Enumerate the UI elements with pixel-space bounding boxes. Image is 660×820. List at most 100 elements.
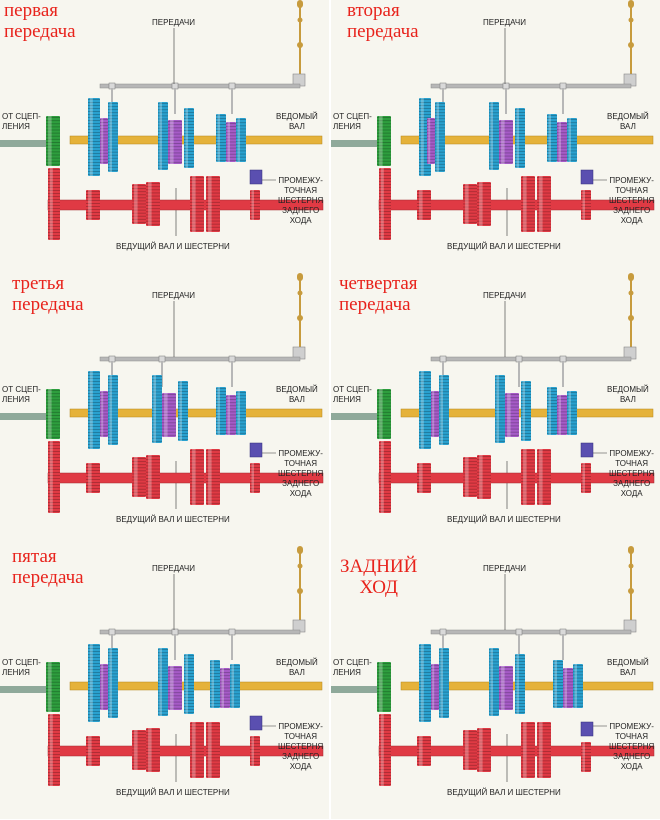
from-clutch-label-line: ОТ СЦЕП- <box>333 385 372 394</box>
lever-joint <box>297 563 303 569</box>
drive-gear <box>86 736 100 766</box>
lever-joint <box>628 563 634 569</box>
driven-gear <box>236 118 246 162</box>
from-clutch-label-line: ОТ СЦЕП- <box>2 385 41 394</box>
from-clutch-label: ОТ СЦЕП-ЛЕНИЯ <box>333 112 372 132</box>
driven-gear <box>435 102 445 172</box>
driven-shaft <box>400 135 654 145</box>
drive-gear <box>463 730 477 770</box>
driven-gear <box>521 381 531 441</box>
driven-gear <box>419 644 431 722</box>
reverse-idler-label-line: ШЕСТЕРНЯ <box>609 469 655 478</box>
panel-title-line: ЗАДНИЙ <box>340 556 418 577</box>
driven-shaft <box>69 408 323 418</box>
drive-gear <box>537 449 551 505</box>
reverse-idler-label-line: ЗАДНЕГО <box>613 206 651 215</box>
reverse-idler-label-line: ЗАДНЕГО <box>282 206 320 215</box>
selector-rail <box>430 356 632 362</box>
reverse-idler-label-line: ПРОМЕЖУ- <box>609 449 654 458</box>
drive-shaft-label: ВЕДУЩИЙ ВАЛ И ШЕСТЕРНИ <box>116 242 230 251</box>
drive-gear <box>250 190 260 220</box>
driven-gear <box>158 648 168 716</box>
lever-knob <box>297 273 303 281</box>
drive-gear <box>379 168 391 240</box>
selector-fork <box>174 88 176 114</box>
driven-shaft-label-line: ВЕДОМЫЙ <box>607 658 649 667</box>
drive-gear <box>250 736 260 766</box>
reverse-idler-label-line: ХОДА <box>620 489 643 498</box>
drive-shaft-label: ВЕДУЩИЙ ВАЛ И ШЕСТЕРНИ <box>116 515 230 524</box>
lever-joint <box>628 42 634 48</box>
reverse-idler-label-line: ШЕСТЕРНЯ <box>278 469 324 478</box>
synchro-sleeve <box>226 122 236 162</box>
selector-fork <box>231 88 233 114</box>
synchro-sleeve <box>100 391 108 437</box>
drive-shaft-label: ВЕДУЩИЙ ВАЛ И ШЕСТЕРНИ <box>447 242 561 251</box>
driven-shaft-label-line: ВАЛ <box>288 668 305 677</box>
driven-shaft <box>69 681 323 691</box>
reverse-idler-label-line: ШЕСТЕРНЯ <box>609 196 655 205</box>
panel-title-line: вторая <box>347 0 400 21</box>
drive-gear <box>537 722 551 778</box>
reverse-idler-label-line: ПРОМЕЖУ- <box>278 449 323 458</box>
driven-gear <box>553 660 563 708</box>
driven-shaft-label-line: ВЕДОМЫЙ <box>276 658 318 667</box>
reverse-idler-label-line: ТОЧНАЯ <box>615 186 649 195</box>
reverse-idler-label-line: ПРОМЕЖУ- <box>609 176 654 185</box>
reverse-idler-label-line: ТОЧНАЯ <box>284 732 318 741</box>
driven-gear <box>515 654 525 714</box>
reverse-idler-label-line: ТОЧНАЯ <box>284 186 318 195</box>
panel-title-line: передача <box>339 294 411 315</box>
lever-rod <box>299 279 301 349</box>
drive-gear <box>132 184 146 224</box>
gearbox-drawing <box>0 546 324 786</box>
driven-shaft-label-line: ВАЛ <box>619 668 636 677</box>
drive-gear <box>521 449 535 505</box>
drive-gear <box>190 449 204 505</box>
lever-rod <box>630 279 632 349</box>
from-clutch-label-line: ЛЕНИЯ <box>2 668 30 677</box>
from-clutch-label-line: ЛЕНИЯ <box>333 668 361 677</box>
lever-joint <box>628 290 634 296</box>
panel-title-line: передача <box>12 294 84 315</box>
synchro-sleeve <box>563 668 573 708</box>
gears-label: ПЕРЕДАЧИ <box>152 18 195 27</box>
selector-fork <box>442 361 444 387</box>
synchro-sleeve <box>168 120 182 164</box>
drive-gear <box>190 722 204 778</box>
selector-fork <box>161 361 163 387</box>
synchro-sleeve <box>220 668 230 708</box>
reverse-idler-gear <box>249 442 263 458</box>
driven-gear <box>567 118 577 162</box>
driven-shaft-label-line: ВАЛ <box>288 122 305 131</box>
from-clutch-label: ОТ СЦЕП-ЛЕНИЯ <box>333 658 372 678</box>
input-shaft <box>0 140 50 147</box>
reverse-idler-gear <box>249 169 263 185</box>
drive-gear <box>190 176 204 232</box>
lever-knob <box>297 546 303 554</box>
drive-gear <box>581 463 591 493</box>
drive-shaft-label: ВЕДУЩИЙ ВАЛ И ШЕСТЕРНИ <box>116 788 230 797</box>
reverse-idler-label-line: ШЕСТЕРНЯ <box>278 742 324 751</box>
synchro-sleeve <box>427 118 435 164</box>
selector-fork <box>562 361 564 387</box>
reverse-idler-label-line: ЗАДНЕГО <box>282 752 320 761</box>
selector-fork <box>111 634 113 660</box>
synchro-sleeve <box>226 395 236 435</box>
lever-joint <box>297 17 303 23</box>
driven-gear <box>108 375 118 445</box>
drive-gear <box>146 182 160 226</box>
lever-knob <box>628 546 634 554</box>
input-gear <box>46 389 60 439</box>
reverse-idler-label-line: ПРОМЕЖУ- <box>609 722 654 731</box>
